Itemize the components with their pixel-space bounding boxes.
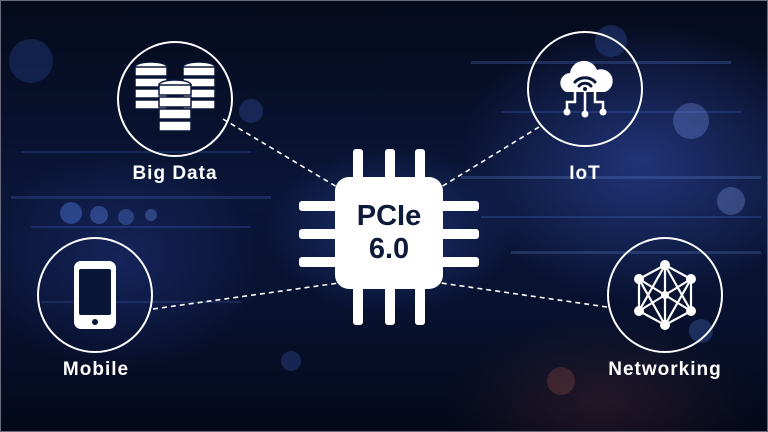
connector-networking (440, 282, 608, 308)
pcie-chip: PCIe 6.0 (335, 177, 443, 289)
iot-node (527, 31, 643, 147)
connector-iot (440, 126, 540, 188)
chip-version: 6.0 (368, 233, 410, 265)
mobile-label: Mobile (62, 359, 130, 380)
chip-pin-bottom-2 (385, 285, 395, 325)
chip-pin-right-3 (439, 257, 479, 267)
chip-pin-right-1 (439, 201, 479, 211)
chip-pin-left-3 (299, 257, 339, 267)
cloud-wifi-icon (560, 60, 613, 118)
big-data-label: Big Data (132, 163, 218, 184)
chip-pin-bottom-3 (415, 285, 425, 325)
chip-pin-left-1 (299, 201, 339, 211)
mobile-node (37, 237, 153, 353)
chip-pin-bottom-1 (353, 285, 363, 325)
chip-pin-top-3 (415, 149, 425, 183)
chip-pin-top-1 (353, 149, 363, 183)
chip-pin-left-2 (299, 229, 339, 239)
network-mesh-icon (634, 260, 696, 330)
connector-big-data (222, 118, 338, 188)
iot-label: IoT (569, 163, 601, 184)
connector-mobile (152, 282, 340, 310)
chip-pin-right-2 (439, 229, 479, 239)
chip-title: PCIe (356, 200, 422, 232)
smartphone-icon (74, 261, 116, 329)
networking-node (607, 237, 723, 353)
big-data-node (117, 41, 233, 157)
networking-label: Networking (608, 359, 722, 380)
chip-pin-top-2 (385, 149, 395, 183)
database-servers-icon (134, 61, 216, 132)
